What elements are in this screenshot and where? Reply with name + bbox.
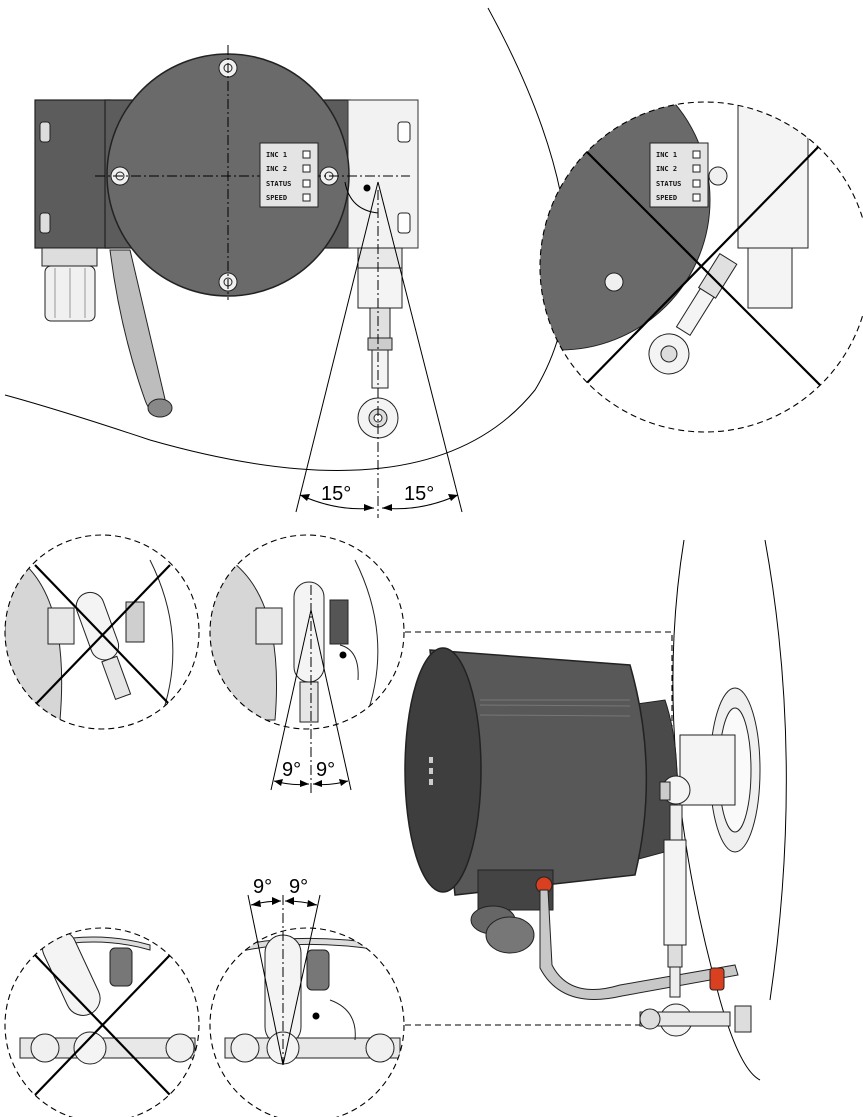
angle-label-9-left-bottom: 9° bbox=[253, 876, 272, 898]
detail-circle-middle-left bbox=[4, 534, 200, 730]
led-label-status: STATUS bbox=[266, 180, 291, 188]
led-label-status-detail: STATUS bbox=[656, 180, 681, 188]
rotation-dot-bottom bbox=[312, 1012, 320, 1020]
led-label-speed: SPEED bbox=[266, 194, 287, 202]
angle-line-left-top bbox=[295, 181, 379, 513]
detail-correct-bottom: 9° 9° bbox=[209, 876, 405, 1117]
ground-strap bbox=[539, 889, 739, 1000]
cross-line-1 bbox=[574, 139, 826, 391]
encoder-3d-view bbox=[404, 539, 787, 1081]
led-inc2 bbox=[302, 164, 311, 173]
led-label-inc2: INC 2 bbox=[266, 165, 287, 173]
connector-2 bbox=[485, 916, 535, 954]
detail-circle-middle-right bbox=[209, 534, 405, 730]
rotation-arc-top bbox=[344, 181, 379, 214]
arrowhead-3 bbox=[382, 504, 392, 511]
detail-correct-middle: 9° 9° bbox=[209, 534, 405, 793]
shaft-outline bbox=[672, 539, 761, 1081]
led-status bbox=[302, 179, 311, 188]
cross-line-2 bbox=[579, 139, 826, 391]
torque-rod-top bbox=[357, 247, 403, 439]
detail-wrong-top-right: INC 1 INC 2 STATUS SPEED bbox=[539, 101, 863, 433]
cable-end bbox=[147, 398, 173, 418]
angle-label-15-left: 15° bbox=[321, 483, 351, 505]
led-speed bbox=[302, 193, 311, 202]
rotation-dot-top bbox=[363, 184, 371, 192]
cable-gland bbox=[41, 247, 98, 322]
housing-slot-bottom bbox=[39, 212, 51, 234]
angle-line-right-middle bbox=[310, 609, 352, 791]
led-label-inc1: INC 1 bbox=[266, 151, 287, 159]
detail-wrong-middle bbox=[4, 534, 200, 730]
rotation-dot-middle bbox=[339, 651, 347, 659]
encoder-front-face bbox=[404, 647, 482, 893]
detail-circle-bottom-right bbox=[209, 927, 405, 1117]
led-label-inc1-detail: INC 1 bbox=[656, 151, 677, 159]
housing-slot-top bbox=[39, 121, 51, 143]
flange-slot-top bbox=[397, 121, 411, 143]
front-led-3 bbox=[429, 779, 433, 785]
angle-label-9-right-bottom: 9° bbox=[289, 876, 308, 898]
angle-line-left-middle bbox=[270, 609, 312, 791]
angle-label-9-left-middle: 9° bbox=[282, 759, 301, 781]
angle-line-right-bottom bbox=[282, 894, 321, 1066]
arrowhead-2 bbox=[364, 504, 374, 511]
angle-label-15-right: 15° bbox=[404, 483, 434, 505]
led-label-speed-detail: SPEED bbox=[656, 194, 677, 202]
shaft-outline-2 bbox=[764, 539, 787, 1001]
cross-line-4 bbox=[34, 564, 171, 706]
strap-tab bbox=[709, 967, 725, 991]
led-label-inc2-detail: INC 2 bbox=[656, 165, 677, 173]
front-led-1 bbox=[429, 757, 433, 763]
angle-line-right-top bbox=[377, 181, 463, 513]
angle-line-left-bottom bbox=[247, 894, 284, 1066]
led-inc1 bbox=[302, 150, 311, 159]
arrowhead-1 bbox=[300, 494, 310, 501]
flange-slot-bottom bbox=[397, 212, 411, 234]
front-led-2 bbox=[429, 768, 433, 774]
cross-line-6 bbox=[34, 954, 171, 1096]
angle-label-9-right-middle: 9° bbox=[316, 759, 335, 781]
led-panel: INC 1 INC 2 STATUS SPEED bbox=[259, 142, 319, 208]
detail-wrong-bottom bbox=[4, 927, 200, 1117]
top-front-view: INC 1 INC 2 STATUS SPEED bbox=[4, 7, 569, 518]
detail-circle-bottom-left bbox=[4, 927, 200, 1117]
arrowhead-4 bbox=[448, 494, 458, 501]
torque-rod-3d bbox=[639, 775, 752, 1037]
encoder-cylinder bbox=[429, 649, 648, 896]
